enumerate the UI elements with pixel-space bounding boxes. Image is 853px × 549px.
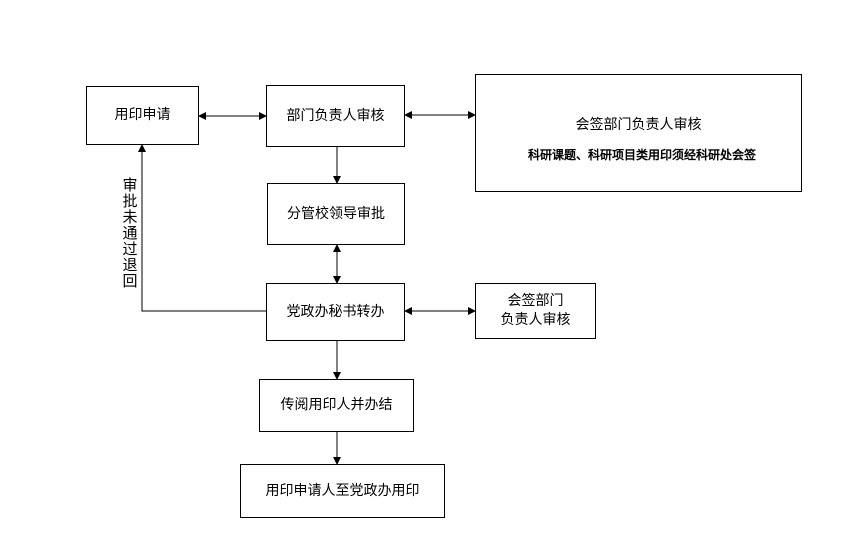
node-dept-head: 部门负责人审核 [266, 85, 405, 147]
node-leader-label: 分管校领导审批 [287, 205, 385, 222]
node-cosign-mid-line1: 会签部门 [507, 293, 564, 309]
node-cosign-mid-line2: 负责人审核 [500, 312, 571, 328]
return-char: 未 [122, 208, 138, 226]
return-label: 审 批 未 通 过 退 回 [121, 177, 139, 289]
arrow-return [138, 144, 266, 312]
node-final-label: 用印申请人至党政办用印 [265, 482, 420, 499]
node-cosign-top: 会签部门负责人审核 [475, 74, 802, 192]
return-char: 回 [122, 272, 138, 290]
return-char: 审 [122, 176, 138, 194]
node-apply: 用印申请 [86, 86, 199, 145]
node-apply-label: 用印申请 [114, 107, 171, 123]
node-dept-head-label: 部门负责人审核 [286, 107, 385, 124]
return-char: 退 [122, 256, 138, 274]
return-char: 批 [122, 192, 138, 210]
node-secretary: 党政办秘书转办 [266, 283, 405, 341]
node-cosign-top-label: 会签部门负责人审核 [575, 117, 702, 133]
node-secretary-label: 党政办秘书转办 [286, 303, 385, 320]
node-final: 用印申请人至党政办用印 [240, 464, 445, 518]
cosign-note: 科研课题、科研项目类用印须经科研处会签 [528, 148, 757, 162]
return-char: 通 [122, 224, 138, 242]
return-char: 过 [122, 240, 138, 258]
node-circulate-label: 传阅用印人并办结 [280, 397, 393, 413]
node-circulate: 传阅用印人并办结 [259, 379, 414, 432]
node-cosign-mid: 会签部门 负责人审核 [475, 283, 596, 339]
node-leader: 分管校领导审批 [267, 183, 405, 245]
